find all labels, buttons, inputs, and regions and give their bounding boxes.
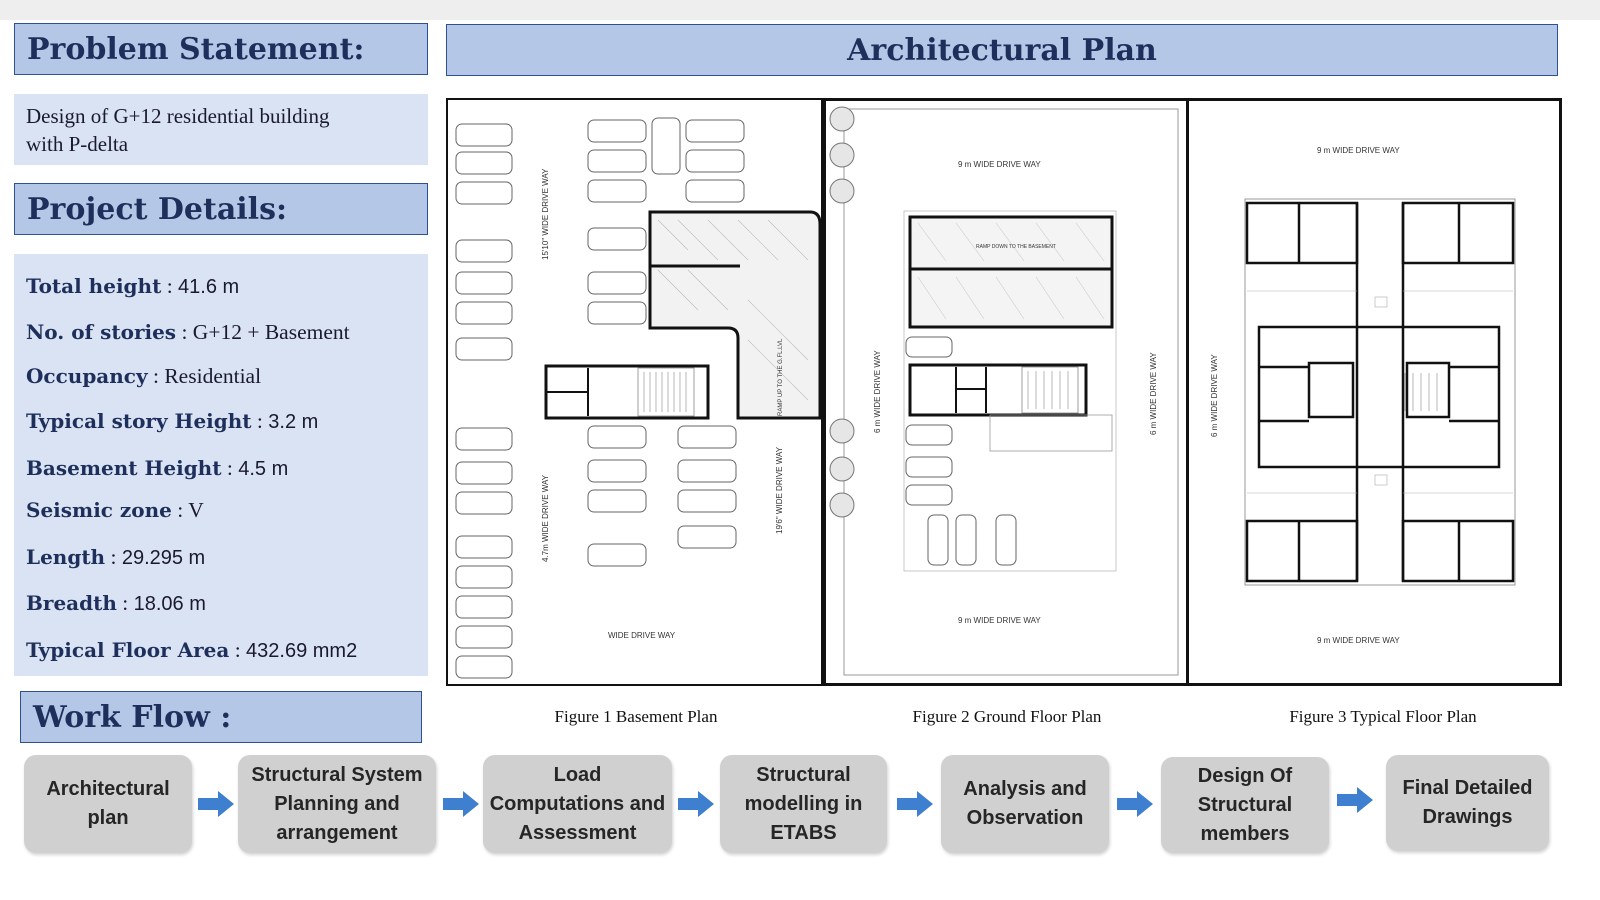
basement-drive-label-1: 15'10" WIDE DRIVE WAY (541, 168, 550, 260)
typical-floor-plan-drawing: 9 m WIDE DRIVE WAY 9 m WIDE DRIVE WAY 6 … (1186, 98, 1562, 686)
workflow-arrow-icon (1337, 787, 1373, 813)
ground-drive-label-bottom: 9 m WIDE DRIVE WAY (958, 616, 1041, 625)
detail-total-height: Total height : 41.6 m (26, 274, 240, 298)
workflow-arrow-icon (443, 791, 479, 817)
workflow-heading: Work Flow : (20, 691, 422, 743)
workflow-arrow-icon (198, 791, 234, 817)
problem-statement-panel: Design of G+12 residential building with… (14, 94, 428, 165)
detail-typical-story-height: Typical story Height : 3.2 m (26, 409, 319, 433)
figure-2-caption: Figure 2 Ground Floor Plan (912, 707, 1102, 726)
workflow-step-design-structural-members: Design Of Structural members (1161, 757, 1329, 853)
basement-plan-drawing: 15'10" WIDE DRIVE WAY 4.7m WIDE DRIVE WA… (446, 98, 823, 686)
basement-plan-svg: 15'10" WIDE DRIVE WAY 4.7m WIDE DRIVE WA… (455, 117, 821, 679)
architectural-plan-heading: Architectural Plan (446, 24, 1558, 76)
detail-breadth: Breadth : 18.06 m (26, 591, 206, 615)
basement-ramp-label: RAMP UP TO THE G.FL.LVL (778, 338, 784, 416)
ground-drive-label-left: 6 m WIDE DRIVE WAY (873, 350, 882, 433)
workflow-step-structural-modelling: Structural modelling in ETABS (720, 755, 887, 853)
workflow-arrow-icon (897, 791, 933, 817)
figure-1-caption: Figure 1 Basement Plan (554, 707, 718, 726)
typical-drive-label-top: 9 m WIDE DRIVE WAY (1317, 146, 1400, 155)
workflow-arrow-icon (678, 791, 714, 817)
basement-drive-label-3: 19'6" WIDE DRIVE WAY (775, 446, 784, 534)
detail-occupancy: Occupancy : Residential (26, 364, 262, 388)
problem-statement-heading: Problem Statement: (14, 23, 428, 75)
project-details-heading: Project Details: (14, 183, 428, 235)
detail-basement-height: Basement Height : 4.5 m (26, 456, 289, 480)
workflow-step-load-computations: Load Computations and Assessment (483, 755, 672, 853)
ground-drive-label-right: 6 m WIDE DRIVE WAY (1149, 352, 1158, 435)
typical-floor-plan-svg: 9 m WIDE DRIVE WAY 9 m WIDE DRIVE WAY 6 … (1210, 146, 1516, 645)
detail-seismic-zone: Seismic zone : V (26, 498, 204, 522)
problem-statement-line2: with P-delta (26, 132, 129, 156)
top-strip (0, 0, 1600, 20)
workflow-step-structural-system-planning: Structural System Planning and arrangeme… (238, 755, 436, 853)
typical-drive-label-left: 6 m WIDE DRIVE WAY (1210, 354, 1219, 437)
project-details-panel: Total height : 41.6 m No. of stories : G… (14, 254, 428, 676)
workflow-arrow-icon (1117, 791, 1153, 817)
workflow-step-architectural-plan: Architectural plan (24, 755, 192, 853)
ground-floor-plan-svg: RAMP DOWN TO THE BASEMENT 9 m WIDE DRIVE… (829, 106, 1179, 676)
detail-length: Length : 29.295 m (26, 545, 206, 569)
detail-no-of-stories: No. of stories : G+12 + Basement (26, 320, 350, 344)
ground-ramp-label: RAMP DOWN TO THE BASEMENT (976, 244, 1056, 250)
detail-typical-floor-area: Typical Floor Area : 432.69 mm2 (26, 638, 358, 662)
ground-floor-plan-drawing: RAMP DOWN TO THE BASEMENT 9 m WIDE DRIVE… (823, 98, 1189, 686)
workflow-step-analysis-observation: Analysis and Observation (941, 755, 1109, 853)
basement-drive-label-2: 4.7m WIDE DRIVE WAY (541, 474, 550, 562)
workflow-step-final-detailed-drawings: Final Detailed Drawings (1386, 755, 1549, 851)
problem-statement-line1: Design of G+12 residential building (26, 104, 330, 128)
basement-drive-label-4: WIDE DRIVE WAY (608, 631, 676, 640)
ground-drive-label-top: 9 m WIDE DRIVE WAY (958, 160, 1041, 169)
typical-drive-label-bottom: 9 m WIDE DRIVE WAY (1317, 636, 1400, 645)
figure-3-caption: Figure 3 Typical Floor Plan (1289, 707, 1477, 726)
